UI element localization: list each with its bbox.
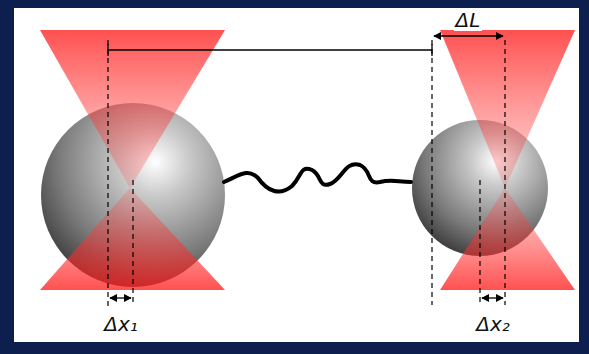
guide-lines xyxy=(108,40,505,310)
dimension-label: Δx₁ xyxy=(102,313,140,335)
white-panel xyxy=(14,8,579,342)
laser-focus xyxy=(40,30,575,290)
dimension-line xyxy=(108,44,432,56)
tether xyxy=(224,164,411,191)
dimension-arrows xyxy=(110,36,503,298)
dimension-label: ΔL xyxy=(454,9,483,31)
dimension-label: Δx₂ xyxy=(474,313,512,335)
